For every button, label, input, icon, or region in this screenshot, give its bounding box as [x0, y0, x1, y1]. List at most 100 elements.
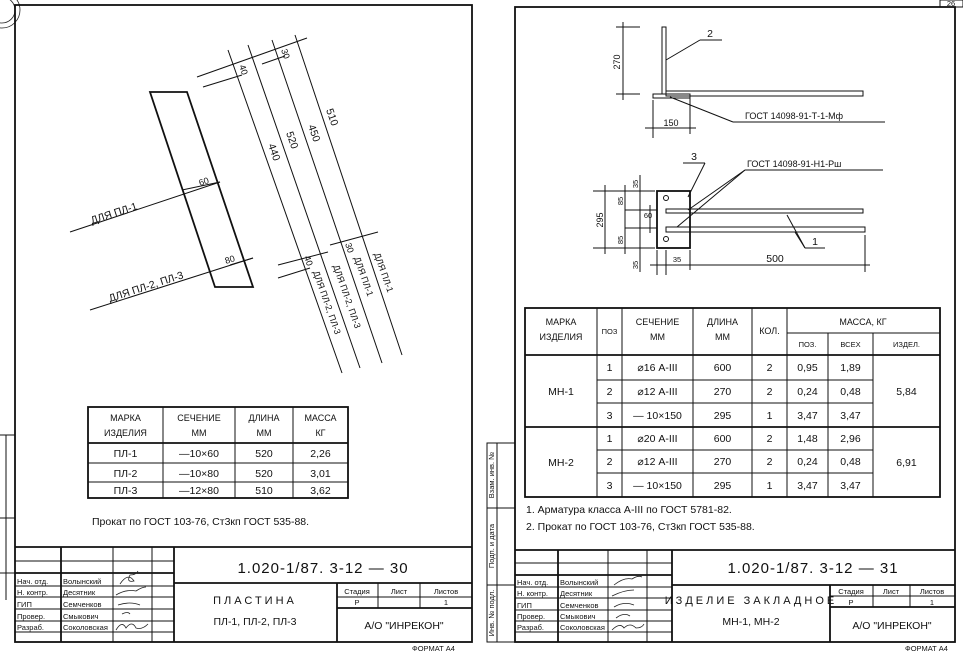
- sheets-value: 1: [930, 598, 934, 607]
- table-cell: 2: [767, 433, 773, 445]
- table-cell: ПЛ-2: [114, 468, 138, 480]
- item-mark: МН-1: [548, 386, 574, 398]
- role-label: Н. контр.: [17, 588, 48, 597]
- format-label-right: ФОРМАТ А4: [905, 644, 948, 653]
- document-number: 1.020-1/87. 3-12 — 30: [237, 560, 408, 577]
- leader-label-pl23: ДЛЯ ПЛ-2, ПЛ-3: [107, 269, 185, 305]
- table-header: МАРКА: [546, 317, 577, 327]
- table-cell: —10×60: [179, 448, 219, 460]
- position-1-label: 1: [812, 236, 818, 248]
- table-header: ММ: [715, 332, 730, 342]
- leader-label-pl1: ДЛЯ ПЛ-1: [89, 200, 139, 226]
- table-cell: 3: [607, 480, 613, 492]
- table-cell: 2: [607, 386, 613, 398]
- signer-name: Семченков: [560, 601, 599, 610]
- table-header: ПОЗ.: [799, 340, 817, 349]
- sheet-header: Лист: [883, 587, 900, 596]
- table-cell: 0,95: [797, 362, 818, 374]
- role-label: Нач. отд.: [517, 578, 548, 587]
- table-cell: 2: [607, 456, 613, 468]
- table-cell: 520: [255, 468, 273, 480]
- table-cell: 0,24: [797, 456, 818, 468]
- table-cell: 0,48: [840, 386, 861, 398]
- right-signatures: [611, 575, 645, 631]
- table-cell: 3,47: [840, 480, 861, 492]
- drawing-subtitle: ПЛ-1, ПЛ-2, ПЛ-3: [214, 616, 297, 628]
- note-1: 1. Арматура класса А-III по ГОСТ 5781-82…: [526, 504, 732, 516]
- dimension-35-bottom: 35: [631, 261, 640, 269]
- item-total-mass: 5,84: [896, 386, 917, 398]
- drawing-subtitle: МН-1, МН-2: [722, 616, 779, 628]
- line-label-3: ДЛЯ ПЛ-1: [352, 255, 375, 297]
- page-number: 26: [947, 0, 955, 8]
- table-cell: 2: [767, 456, 773, 468]
- side-stamp: Взам. инв. №: [487, 452, 496, 498]
- weld-spec-bottom: ГОСТ 14098-91-Н1-Рш: [747, 159, 841, 169]
- embedded-part-drawing: [593, 22, 885, 275]
- signer-name: Смыкович: [63, 612, 99, 621]
- table-header: ИЗДЕЛ.: [893, 340, 920, 349]
- sheet-header: Лист: [391, 587, 408, 596]
- table-cell: — 10×150: [633, 410, 682, 422]
- table-header: ММ: [192, 428, 207, 438]
- role-label: Разраб.: [517, 623, 544, 632]
- signer-name: Соколовская: [560, 623, 605, 632]
- table-cell: 600: [714, 362, 732, 374]
- table-header: ДЛИНА: [707, 317, 738, 327]
- table-cell: 0,48: [840, 456, 861, 468]
- table-cell: 3,01: [310, 468, 331, 480]
- dimension-85-bottom: 85: [616, 236, 625, 244]
- dimension-top-30: 30: [279, 47, 292, 60]
- left-signatures: [115, 570, 149, 631]
- signer-name: Волынский: [63, 577, 101, 586]
- line-label-4: ДЛЯ ПЛ-1: [372, 251, 395, 293]
- drawing-title: ИЗДЕЛИЕ ЗАКЛАДНОЕ: [665, 595, 837, 607]
- table-cell: 600: [714, 433, 732, 445]
- position-2-label: 2: [707, 28, 713, 40]
- table-cell: 2: [767, 386, 773, 398]
- table-cell: 270: [714, 386, 732, 398]
- stage-value: Р: [848, 598, 853, 607]
- table-cell: ⌀12 А-III: [637, 386, 677, 398]
- table-header: ПОЗ: [602, 327, 618, 336]
- table-header: МАССА: [304, 413, 336, 423]
- table-cell: 295: [714, 410, 732, 422]
- item-mark: МН-2: [548, 457, 574, 469]
- note-2: 2. Прокат по ГОСТ 103-76, Ст3кп ГОСТ 535…: [526, 521, 755, 533]
- left-sheet-frame: [0, 4, 473, 643]
- item-total-mass: 6,91: [896, 457, 917, 469]
- table-cell: 3,47: [797, 480, 818, 492]
- page-number-box: [939, 0, 963, 8]
- table-cell: —12×80: [179, 485, 219, 497]
- right-sheet-frame: [486, 0, 963, 643]
- dimension-top-40: 40: [237, 63, 250, 76]
- signer-name: Волынский: [560, 578, 598, 587]
- table-cell: ⌀12 А-III: [637, 456, 677, 468]
- weld-spec-top: ГОСТ 14098-91-Т-1-Мф: [745, 111, 844, 121]
- table-cell: ПЛ-1: [114, 448, 138, 460]
- role-label: Нач. отд.: [17, 577, 48, 586]
- table-cell: 3,62: [310, 485, 331, 497]
- sheets-header: Листов: [434, 587, 458, 596]
- right-table-grid: [524, 307, 941, 498]
- dimension-35-horizontal: 35: [673, 255, 681, 264]
- role-label: Н. контр.: [517, 589, 548, 598]
- dimension-150: 150: [663, 118, 678, 128]
- dimension-60: 60: [644, 211, 652, 220]
- dimension-450: 450: [305, 123, 322, 144]
- table-cell: 0,24: [797, 386, 818, 398]
- table-cell: 2: [767, 362, 773, 374]
- signer-name: Смыкович: [560, 612, 596, 621]
- signer-name: Десятник: [63, 588, 96, 597]
- dimension-80: 80: [224, 253, 237, 266]
- dimension-60: 60: [198, 175, 211, 188]
- table-cell: 3: [607, 410, 613, 422]
- table-cell: 2,26: [310, 448, 331, 460]
- dimension-35-top: 35: [631, 180, 640, 188]
- dimension-510: 510: [323, 107, 340, 128]
- role-label: Провер.: [17, 612, 45, 621]
- table-header: СЕЧЕНИЕ: [636, 317, 679, 327]
- table-header: СЕЧЕНИЕ: [177, 413, 220, 423]
- dimension-bottom-40: 40: [302, 254, 315, 267]
